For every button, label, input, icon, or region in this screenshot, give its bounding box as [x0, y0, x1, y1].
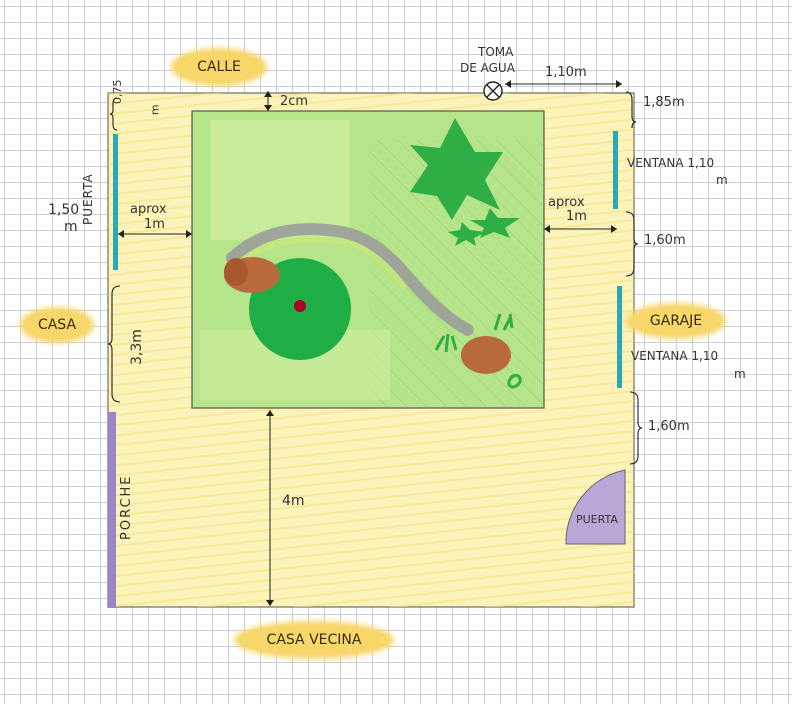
label-aprox-right-2: 1m — [566, 209, 587, 224]
tree-trunk — [294, 300, 306, 312]
label-right-lower: 1,60m — [648, 419, 690, 434]
star-bush-large — [410, 118, 503, 220]
path-edge — [238, 236, 408, 290]
door-swing-right — [565, 469, 626, 545]
label-ventana-1-unit: m — [716, 173, 728, 187]
water-tap-icon — [483, 81, 503, 101]
label-door-width-unit: m — [64, 219, 78, 235]
label-calle-text: CALLE — [197, 59, 241, 75]
label-right-mid: 1,60m — [644, 233, 686, 248]
label-casa-vecina: CASA VECINA — [238, 625, 390, 655]
label-toma-line1: TOMA — [478, 45, 514, 59]
grass-tuft — [434, 333, 458, 353]
label-casa-text: CASA — [37, 317, 77, 333]
porch-wall — [108, 412, 116, 608]
label-bottom-depth: 4m — [282, 493, 305, 509]
door-left-wall — [113, 134, 118, 270]
label-toma-line2: DE AGUA — [460, 61, 515, 75]
label-door-width: 1,50 — [48, 202, 80, 218]
label-calle: CALLE — [175, 52, 263, 82]
window-right-top — [613, 131, 618, 209]
window-right-bottom — [617, 286, 622, 388]
lawn-light-patch — [210, 120, 350, 240]
label-corner-top-unit: m — [148, 104, 162, 116]
label-corner-top: 0,75 — [111, 79, 124, 105]
label-ventana-2-unit: m — [734, 367, 746, 381]
label-aprox-left-1: aprox — [130, 202, 167, 217]
label-garaje-text: GARAJE — [649, 313, 703, 329]
label-aprox-right-1: aprox — [548, 195, 585, 210]
label-casa: CASA — [24, 311, 90, 339]
label-left-mid: 3,3m — [129, 329, 145, 365]
stone-left-small — [224, 258, 248, 286]
star-bush-small — [470, 208, 520, 238]
label-top-gap: 2cm — [280, 94, 309, 109]
label-aprox-left-2: 1m — [144, 217, 165, 232]
star-bush-small-2 — [448, 222, 486, 246]
label-puerta-left: PUERTA — [81, 173, 95, 225]
label-ventana-2: VENTANA 1,10 — [631, 349, 719, 363]
grass-tuft-2 — [493, 313, 514, 331]
gravel-path — [226, 223, 474, 336]
label-toma-offset: 1,10m — [545, 65, 587, 80]
stone-right — [461, 336, 511, 374]
grass-tuft-3 — [507, 373, 522, 389]
label-puerta-right: PUERTA — [576, 513, 618, 526]
dimension-arrows — [118, 80, 622, 606]
label-ventana-1: VENTANA 1,10 — [627, 156, 715, 170]
label-garaje: GARAJE — [630, 307, 722, 335]
label-right-top: 1,85m — [643, 95, 685, 110]
label-casa-vecina-text: CASA VECINA — [266, 632, 362, 648]
label-porche: PORCHE — [119, 474, 134, 540]
measure-braces — [107, 91, 643, 465]
